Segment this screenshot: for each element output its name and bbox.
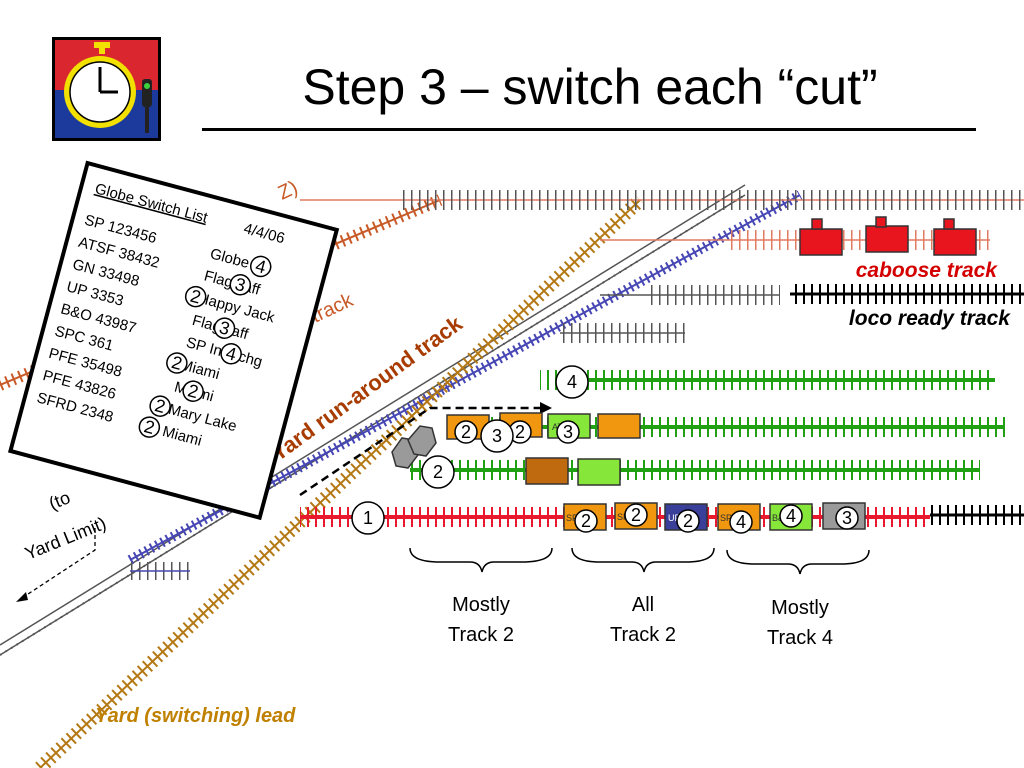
track-tag: 3 <box>217 317 232 339</box>
track-tag: 2 <box>186 380 201 402</box>
switch-list-card: Globe Switch List 4/4/06 SP 123456 ATSF … <box>7 160 340 521</box>
car <box>525 457 569 485</box>
track-tag: 2 <box>188 286 203 308</box>
caboose-cars <box>799 216 977 256</box>
car-tag: 4 <box>736 512 746 532</box>
locomotive <box>391 425 437 469</box>
group-label: All <box>632 594 654 616</box>
track-2-cars <box>525 457 621 486</box>
car-tag: 2 <box>581 511 591 531</box>
yard-lead-label: Yard (switching) lead <box>95 705 296 727</box>
track-4 <box>540 370 995 390</box>
arrow-head-icon <box>16 592 28 602</box>
track-number: 3 <box>492 426 502 446</box>
arrow-head-icon <box>540 402 552 414</box>
car <box>577 458 621 486</box>
page-title: Step 3 – switch each “cut” <box>302 59 878 115</box>
track-tag: 2 <box>142 416 157 438</box>
car-tag: 3 <box>563 422 573 442</box>
car-tag: 2 <box>515 422 525 442</box>
group-label: Mostly <box>771 597 829 619</box>
car-tag: 2 <box>683 511 693 531</box>
movement-path <box>299 406 540 497</box>
group-label: Mostly <box>452 594 510 616</box>
group-label: Track 2 <box>610 624 676 646</box>
title-underline <box>202 128 976 131</box>
yard-limit-label: Yard Limit) <box>22 513 109 564</box>
track-tag: 3 <box>233 274 248 296</box>
partial-label: Z) <box>275 177 301 205</box>
car-tags: 2 2 3 2 2 2 4 4 3 <box>454 420 859 534</box>
track-number: 1 <box>363 508 373 528</box>
car-tag: 2 <box>631 505 641 525</box>
car-mark: SP <box>720 513 732 523</box>
group-label: Track 4 <box>767 627 833 649</box>
caboose-track-label: caboose track <box>856 259 999 282</box>
group-braces: Mostly Track 2 All Track 2 Mostly Track … <box>409 547 870 649</box>
signal-icon <box>142 79 152 133</box>
track-2 <box>410 460 980 480</box>
car-tag: 2 <box>461 422 471 442</box>
group-label: Track 2 <box>448 624 514 646</box>
car-tag: 3 <box>842 508 852 528</box>
track-tag: 4 <box>224 343 239 365</box>
gray-lead-rail <box>0 184 746 646</box>
loco-ready-track <box>790 284 1024 304</box>
car-tag: 4 <box>786 506 796 526</box>
track-number: 2 <box>433 462 443 482</box>
loco-ready-track-label: loco ready track <box>849 307 1011 330</box>
track-numbers: 4 3 2 1 <box>351 365 589 535</box>
track-tag: 2 <box>153 395 168 417</box>
track-tag: 2 <box>169 352 184 374</box>
yard-limit-label: (to <box>46 487 73 513</box>
track-number: 4 <box>567 372 577 392</box>
car <box>597 413 641 439</box>
yard-limit-note: (to Yard Limit) <box>16 487 109 602</box>
track-1 <box>300 505 1024 527</box>
pocket-watch-icon <box>52 37 161 141</box>
car-mark: UP <box>668 513 681 523</box>
track-tag: 4 <box>253 255 268 277</box>
